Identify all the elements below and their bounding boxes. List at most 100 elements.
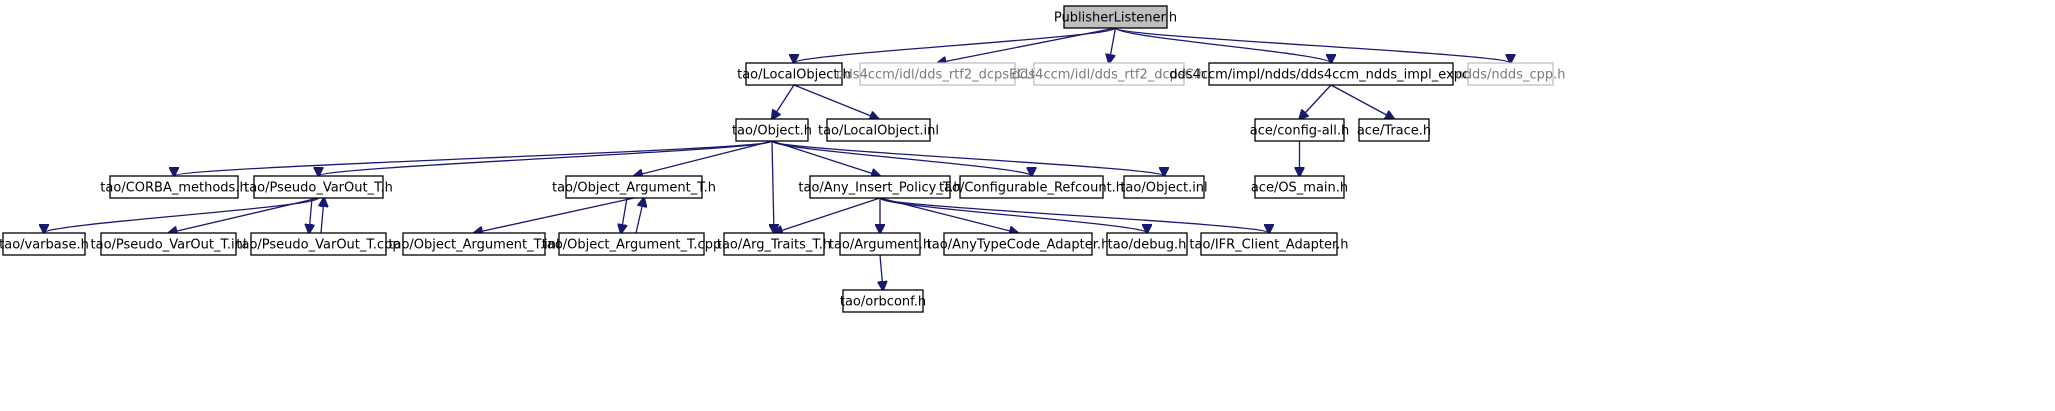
node-tao_varbase_h[interactable]: tao/varbase.h <box>0 232 89 256</box>
node-box <box>1063 5 1168 29</box>
edges-layer <box>44 27 1511 290</box>
node-label: ace/OS_main.h <box>1251 181 1348 196</box>
node-tao_object_argument_t_h[interactable]: tao/Object_Argument_T.h <box>552 175 716 199</box>
edge-tao_object_argument_t_cpp-to-tao_object_argument_t_h <box>635 198 644 234</box>
node-tao_any_insert_policy_t_h[interactable]: tao/Any_Insert_Policy_T.h <box>798 175 962 199</box>
node-box <box>826 118 931 142</box>
node-label: tao/varbase.h <box>0 238 89 253</box>
node-ace_trace_h[interactable]: ace/Trace.h <box>1357 118 1431 142</box>
node-tao_debug_h[interactable]: tao/debug.h <box>1106 232 1188 256</box>
node-publisherlistener_h[interactable]: PublisherListener.h <box>1054 5 1177 29</box>
node-label: tao/Object.h <box>732 124 812 139</box>
edge-tao_object_h-to-tao_object_argument_t_h <box>634 140 773 176</box>
node-box <box>2 232 86 256</box>
node-tao_pseudo_varout_t_cpp[interactable]: tao/Pseudo_VarOut_T.cpp <box>236 232 401 256</box>
node-label: tao/Pseudo_VarOut_T.cpp <box>236 238 400 253</box>
node-box <box>1123 175 1205 199</box>
edge-tao_any_insert_policy_t_h-to-tao_arg_traits_t_h <box>774 197 881 233</box>
edge-publisherlistener_h-to-tao_localobject_h <box>794 27 1117 63</box>
node-box <box>402 232 546 256</box>
node-ace_os_main_h[interactable]: ace/OS_main.h <box>1251 175 1348 199</box>
node-box <box>745 62 843 86</box>
edge-tao_argument_h-to-tao_orbconf_h <box>880 254 883 290</box>
node-label: tao/debug.h <box>1108 238 1187 253</box>
node-box <box>959 175 1104 199</box>
node-box <box>1106 232 1188 256</box>
edge-tao_object_argument_t_h-to-tao_object_argument_t_inl <box>474 197 635 233</box>
node-label: tao/orbconf.h <box>840 295 926 310</box>
edge-tao_object_h-to-tao_object_inl <box>771 140 1164 176</box>
node-box <box>723 232 825 256</box>
edge-dds4ccm_ndds_impl_export_h-to-ace_trace_h <box>1330 84 1394 119</box>
edge-tao_pseudo_varout_t_cpp-to-tao_pseudo_varout_t_h <box>321 198 324 234</box>
node-label: tao/Arg_Traits_T.h <box>717 238 831 253</box>
edge-tao_localobject_h-to-tao_object_h <box>772 84 795 119</box>
node-label: tao/Configurable_Refcount.h <box>939 181 1124 196</box>
node-box <box>558 232 705 256</box>
node-label: tao/CORBA_methods.h <box>100 181 247 196</box>
node-label: tao/Any_Insert_Policy_T.h <box>798 181 961 196</box>
node-box <box>1033 62 1185 86</box>
node-tao_object_h[interactable]: tao/Object.h <box>732 118 812 142</box>
node-label: tao/LocalObject.h <box>737 68 851 83</box>
node-label: tao/Object_Argument_T.h <box>552 181 716 196</box>
node-tao_ifr_client_adapter_h[interactable]: tao/IFR_Client_Adapter.h <box>1189 232 1349 256</box>
node-label: dds4ccm/idl/dds_rtf2_dcpsC.h <box>1012 68 1206 83</box>
edge-publisherlistener_h-to-ndds_cpp_h <box>1114 27 1511 63</box>
edge-tao_object_h-to-tao_arg_traits_t_h <box>772 140 774 233</box>
node-dds_rtf2_dcpsc_h: dds4ccm/idl/dds_rtf2_dcpsC.h <box>1012 62 1206 86</box>
node-ace_config_all_h[interactable]: ace/config-all.h <box>1250 118 1350 142</box>
node-dds4ccm_ndds_impl_export_h[interactable]: dds4ccm/impl/ndds/dds4ccm_ndds_impl_expo… <box>1169 62 1493 86</box>
edge-tao_object_h-to-tao_configurable_refcount_h <box>771 140 1032 176</box>
node-tao_object_argument_t_inl[interactable]: tao/Object_Argument_T.inl <box>388 232 560 256</box>
node-label: dds4ccm/impl/ndds/dds4ccm_ndds_impl_expo… <box>1169 68 1492 83</box>
node-box <box>809 175 951 199</box>
edge-tao_any_insert_policy_t_h-to-tao_debug_h <box>879 197 1147 233</box>
node-label: tao/IFR_Client_Adapter.h <box>1189 238 1348 253</box>
node-label: tao/Object.inl <box>1120 181 1207 196</box>
node-box <box>250 232 387 256</box>
node-tao_pseudo_varout_t_inl[interactable]: tao/Pseudo_VarOut_T.inl <box>91 232 247 256</box>
node-tao_configurable_refcount_h[interactable]: tao/Configurable_Refcount.h <box>939 175 1124 199</box>
node-box <box>1254 118 1345 142</box>
node-ndds_cpp_h: ndds/ndds_cpp.h <box>1456 62 1565 86</box>
node-box <box>100 232 237 256</box>
node-label: tao/LocalObject.inl <box>818 124 939 139</box>
node-box <box>565 175 703 199</box>
node-tao_object_inl[interactable]: tao/Object.inl <box>1120 175 1208 199</box>
node-box <box>1208 62 1454 86</box>
edge-tao_any_insert_policy_t_h-to-tao_ifr_client_adapter_h <box>879 197 1269 233</box>
node-tao_arg_traits_t_h[interactable]: tao/Arg_Traits_T.h <box>717 232 831 256</box>
node-tao_corba_methods_h[interactable]: tao/CORBA_methods.h <box>100 175 248 199</box>
node-tao_anytypecode_adapter_h[interactable]: tao/AnyTypeCode_Adapter.h <box>927 232 1110 256</box>
edge-tao_localobject_h-to-tao_localobject_inl <box>793 84 879 119</box>
edge-tao_object_h-to-tao_pseudo_varout_t_h <box>319 140 773 176</box>
node-tao_pseudo_varout_t_h[interactable]: tao/Pseudo_VarOut_T.h <box>244 175 393 199</box>
node-box <box>859 62 1016 86</box>
node-box <box>943 232 1093 256</box>
edge-dds4ccm_ndds_impl_export_h-to-ace_config_all_h <box>1300 84 1332 119</box>
node-label: tao/Pseudo_VarOut_T.inl <box>91 238 247 253</box>
node-box <box>839 232 921 256</box>
node-tao_orbconf_h[interactable]: tao/orbconf.h <box>840 289 926 313</box>
node-box <box>253 175 384 199</box>
node-label: tao/Pseudo_VarOut_T.h <box>244 181 393 196</box>
node-tao_argument_h[interactable]: tao/Argument.h <box>829 232 931 256</box>
node-box <box>1200 232 1338 256</box>
node-label: dds4ccm/idl/dds_rtf2_dcpsEC.h <box>836 68 1038 83</box>
node-tao_object_argument_t_cpp[interactable]: tao/Object_Argument_T.cpp <box>542 232 721 256</box>
node-dds_rtf2_dcpsec_h: dds4ccm/idl/dds_rtf2_dcpsEC.h <box>836 62 1039 86</box>
node-label: tao/AnyTypeCode_Adapter.h <box>927 238 1110 253</box>
node-box <box>1254 175 1345 199</box>
node-tao_localobject_h[interactable]: tao/LocalObject.h <box>737 62 851 86</box>
edge-publisherlistener_h-to-dds4ccm_ndds_impl_export_h <box>1114 27 1332 63</box>
edge-tao_pseudo_varout_t_h-to-tao_varbase_h <box>44 197 320 233</box>
node-box <box>735 118 809 142</box>
edge-tao_object_h-to-tao_any_insert_policy_t_h <box>771 140 880 176</box>
edge-publisherlistener_h-to-dds_rtf2_dcpsc_h <box>1109 27 1117 63</box>
node-box <box>1358 118 1430 142</box>
edge-tao_object_h-to-tao_corba_methods_h <box>174 140 773 176</box>
node-tao_localobject_inl[interactable]: tao/LocalObject.inl <box>818 118 939 142</box>
node-box <box>842 289 924 313</box>
